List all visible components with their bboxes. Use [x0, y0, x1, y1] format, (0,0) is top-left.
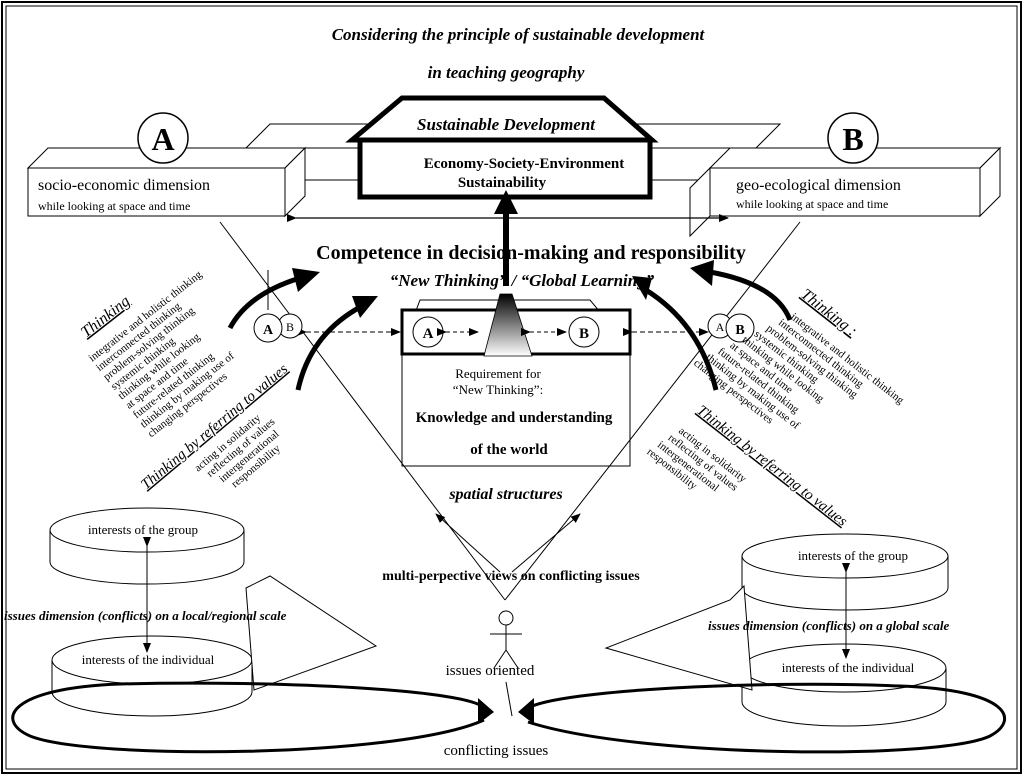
roof-label: Sustainable Development: [417, 115, 596, 134]
right-scale-text: issues dimension (conflicts) on a global…: [708, 618, 949, 633]
right-circle-b: [827, 112, 879, 164]
box-circle-b: [568, 316, 600, 348]
right-conflict-loop: [527, 682, 1007, 754]
curved-arrow-head-3: [690, 260, 714, 286]
gradient-wedge: [483, 293, 533, 357]
issues-oriented-text: issues oriented: [446, 663, 535, 679]
person-icon: [490, 610, 522, 669]
left-group-text: interests of the group: [88, 522, 198, 537]
right-small-a: A: [716, 320, 725, 334]
right-cylinder-group: [741, 533, 949, 611]
curved-arrow-head-1: [292, 268, 320, 292]
conflicting-issues-text: conflicting issues: [444, 743, 549, 759]
title-line-2: in teaching geography: [428, 63, 585, 82]
multi-perspective-text: multi-perpective views on conflicting is…: [382, 569, 640, 584]
title-line-1: Considering the principle of sustainable…: [332, 25, 706, 44]
central-up-arrow-head: [494, 190, 518, 214]
right-cylinder-individual: [741, 643, 947, 727]
left-individual-text: interests of the individual: [82, 652, 215, 667]
knowledge-line-1: Knowledge and understanding: [416, 410, 613, 426]
right-small-circle-b: [725, 313, 755, 343]
box-circle-a-label: A: [423, 326, 434, 342]
box-circle-b-label: B: [579, 326, 589, 342]
right-group-text: interests of the group: [798, 548, 908, 563]
left-conflict-arrow-head: [478, 698, 494, 724]
inner-frame: [5, 5, 1018, 770]
right-dim-title: geo-ecological dimension: [736, 177, 901, 194]
left-scale-text: issues dimension (conflicts) on a local/…: [4, 608, 287, 623]
right-individual-text: interests of the individual: [782, 660, 915, 675]
right-thinking-lines: integrative and holistic thinking interc…: [691, 311, 906, 432]
left-small-b: B: [286, 320, 294, 334]
new-thinking-text: “New Thinking” / “Global Learning”: [390, 271, 655, 290]
requirement-line-2: “New Thinking”:: [453, 382, 543, 397]
left-dim-title: socio-economic dimension: [38, 177, 210, 194]
right-circle-b-label: B: [842, 121, 863, 157]
left-conflict-loop: [11, 681, 486, 754]
competence-text: Competence in decision-making and respon…: [316, 242, 746, 264]
knowledge-line-2: of the world: [470, 442, 548, 458]
roof: [345, 95, 659, 200]
left-circle-a-label: A: [151, 121, 174, 157]
person-pointer: [505, 681, 513, 717]
right-dim-sub: while looking at space and time: [736, 197, 888, 211]
left-values-lines: acting in solidarity reflecting of value…: [192, 412, 283, 491]
core-line-1: Economy-Society-Environment: [424, 156, 625, 172]
curved-arrows: [227, 269, 793, 391]
core-line-2: Sustainability: [458, 175, 547, 191]
right-small-b: B: [735, 323, 744, 338]
right-dimension-box: [689, 146, 1002, 238]
left-circle-a: [137, 112, 189, 164]
right-conflict-arrow-head: [518, 698, 534, 724]
left-cylinder-individual: [51, 635, 253, 717]
arrow-up-left: [435, 513, 501, 573]
right-pointer-wedge: [604, 584, 753, 691]
left-dim-sub: while looking at space and time: [38, 199, 190, 213]
left-small-a: A: [263, 323, 274, 338]
curved-arrow-head-2: [352, 296, 378, 318]
curved-arrow-head-4: [632, 276, 652, 300]
requirement-line-1: Requirement for: [455, 366, 541, 381]
left-pointer-wedge: [245, 575, 378, 691]
left-thinking-lines: integrative and holistic thinking interc…: [86, 268, 236, 440]
spatial-text: spatial structures: [448, 486, 562, 503]
arrow-up-right: [511, 513, 581, 573]
left-small-circle-a: [253, 313, 283, 343]
